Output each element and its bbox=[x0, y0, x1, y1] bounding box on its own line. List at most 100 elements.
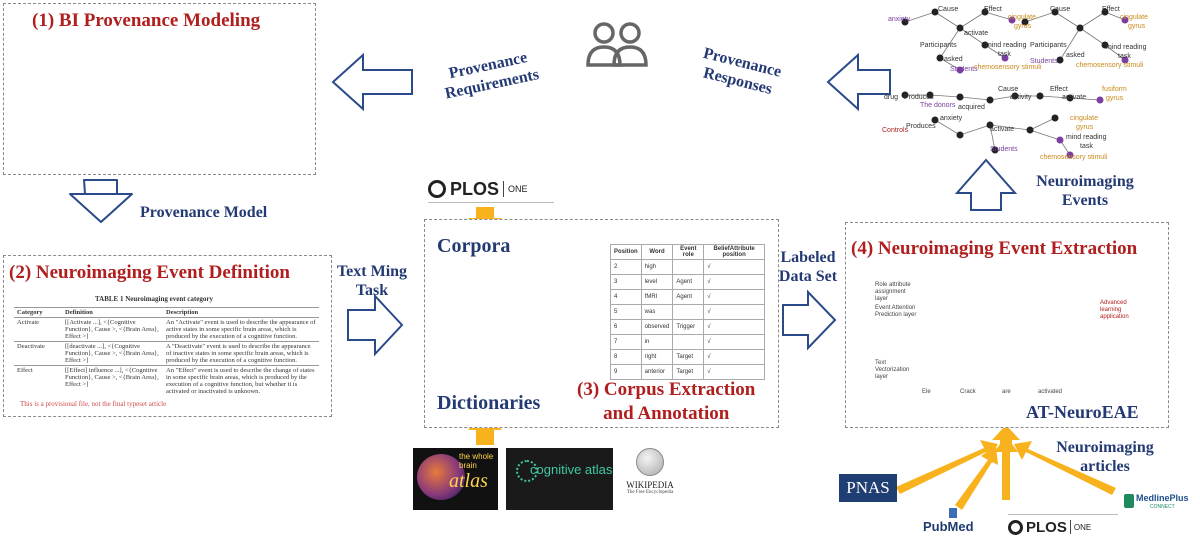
network-token: Crack bbox=[960, 389, 976, 395]
medlineplus-logo: MedlinePlus CONNECT bbox=[1124, 490, 1198, 518]
cognitive-atlas-logo: cognitive atlas bbox=[506, 448, 613, 510]
table-cell: An "Effect" event is used to describe th… bbox=[163, 365, 319, 396]
label-line: Text Ming bbox=[336, 263, 408, 280]
graph-word: mind reading bbox=[1066, 134, 1107, 141]
logo-divider bbox=[503, 181, 505, 197]
table-cell bbox=[672, 259, 705, 275]
network-token: are bbox=[1002, 389, 1011, 395]
table-header: Word bbox=[640, 244, 674, 260]
arrow-from-pubmed bbox=[955, 446, 998, 510]
arrow-from-top bbox=[992, 425, 1020, 448]
labeled-data-set-label: Labeled Data Set bbox=[768, 248, 848, 286]
table-cell: [[Effect] influence ...], <{Cognitive Fu… bbox=[62, 365, 163, 396]
cog-atlas-icon bbox=[516, 460, 538, 482]
network-token: activated bbox=[1038, 389, 1063, 395]
wikipedia-name: WIKIPEDIA bbox=[626, 480, 674, 490]
table-row: Deactivate [[deactivate ...], <{Cognitiv… bbox=[14, 341, 319, 366]
atlas-line: the whole bbox=[459, 452, 494, 461]
network-layer-label: Text Vectorization layer bbox=[875, 360, 910, 380]
model-name: AT-NeuroEAE bbox=[1026, 402, 1139, 422]
table-cell: [[deactivate ...], <{Cognitive Function}… bbox=[62, 341, 163, 366]
table-cell: Trigger bbox=[672, 319, 705, 335]
table-cell: fMRI bbox=[640, 289, 674, 305]
table-cell: √ bbox=[703, 289, 765, 305]
graph-word: task bbox=[1118, 53, 1131, 60]
medlineplus-text: MedlinePlus bbox=[1136, 493, 1189, 503]
graph-word: Participants bbox=[1030, 42, 1067, 49]
table-cell: 7 bbox=[610, 334, 642, 350]
graph-word: anxiety bbox=[888, 16, 911, 23]
table-cell: was bbox=[640, 304, 674, 320]
graph-word: fusiform bbox=[1102, 86, 1127, 93]
label-line: Neuroimaging bbox=[1056, 439, 1154, 456]
one-text: ONE bbox=[1073, 522, 1092, 532]
network-side-note: Advanced learning application bbox=[1100, 300, 1129, 320]
provenance-model-label: Provenance Model bbox=[140, 204, 268, 221]
table-cell: 8 bbox=[610, 349, 642, 365]
table-cell: Target bbox=[672, 364, 705, 380]
plos-text: PLOS bbox=[1026, 518, 1067, 536]
table-cell: √ bbox=[703, 319, 765, 335]
table-cell: Deactivate bbox=[14, 341, 62, 366]
plos-text: PLOS bbox=[450, 178, 500, 199]
whole-brain-atlas-logo: the whole brain atlas bbox=[413, 448, 498, 510]
graph-word: Effect bbox=[1050, 86, 1068, 93]
table-cell: anterior bbox=[640, 364, 674, 380]
label-line: Events bbox=[1061, 192, 1109, 209]
table-cell: Agent bbox=[672, 289, 705, 305]
table-cell: √ bbox=[703, 259, 765, 275]
panel-title: (4) Neuroimaging Event Extraction bbox=[851, 238, 1138, 259]
table-header: Position bbox=[610, 244, 642, 260]
definition-table: Category Definition Description Activate… bbox=[14, 307, 319, 396]
graph-word: activate bbox=[1062, 94, 1087, 101]
label-line: articles bbox=[1080, 458, 1130, 475]
pubmed-icon bbox=[949, 508, 957, 518]
wikipedia-tagline: The Free Encyclopedia bbox=[626, 490, 674, 495]
graph-word: anxiety bbox=[940, 115, 963, 122]
logo-divider bbox=[1069, 520, 1071, 534]
table-header: Definition bbox=[62, 307, 163, 318]
graph-word: Students bbox=[1030, 58, 1058, 65]
graph-word: Effect bbox=[1102, 6, 1120, 13]
cog-atlas-name: cognitive atlas bbox=[530, 462, 613, 477]
plos-icon bbox=[1008, 519, 1023, 535]
graph-word: Cause bbox=[998, 86, 1019, 93]
graph-word: asked bbox=[1066, 52, 1085, 59]
left-arrow bbox=[331, 52, 413, 112]
graph-word: cingulate bbox=[1070, 115, 1099, 122]
plos-one-logo-bottom: PLOS ONE bbox=[1008, 514, 1118, 539]
graph-word: Cause bbox=[1050, 6, 1071, 13]
graph-word: Effect bbox=[984, 6, 1002, 13]
network-layer-label: Role attribute assignment layer bbox=[875, 282, 911, 302]
table-cell: √ bbox=[703, 304, 765, 320]
table-cell: √ bbox=[703, 274, 765, 290]
flow-arrows bbox=[69, 52, 1018, 357]
one-text: ONE bbox=[508, 184, 528, 194]
graph-word: chemosensory stimuli bbox=[1040, 154, 1108, 161]
table-cell: Effect bbox=[14, 365, 62, 396]
graph-word: activity bbox=[1010, 94, 1032, 101]
up-arrow bbox=[954, 158, 1018, 211]
neuroimaging-events-label: Neuroimaging Events bbox=[1020, 172, 1150, 210]
atlas-title: the whole brain bbox=[459, 452, 493, 470]
table-cell: Activate bbox=[14, 317, 62, 342]
table-cell: 5 bbox=[610, 304, 642, 320]
medlineplus-sub: CONNECT bbox=[1150, 504, 1175, 510]
table-caption: TABLE 1 Neuroimaging event category bbox=[95, 295, 213, 303]
table-cell: √ bbox=[703, 364, 765, 380]
graph-word: mind reading bbox=[986, 42, 1027, 49]
label-line: Data Set bbox=[778, 268, 838, 285]
label-line: Neuroimaging bbox=[1036, 173, 1134, 190]
graph-word: chemosensory stimuli bbox=[974, 64, 1042, 71]
table-cell: high bbox=[640, 259, 674, 275]
graph-word: gyrus bbox=[1106, 95, 1124, 102]
graph-word: Cause bbox=[938, 6, 959, 13]
panel-title: (2) Neuroimaging Event Definition bbox=[9, 262, 290, 283]
graph-word: activate bbox=[964, 30, 989, 37]
right-arrow bbox=[347, 293, 404, 357]
table-cell: √ bbox=[703, 334, 765, 350]
